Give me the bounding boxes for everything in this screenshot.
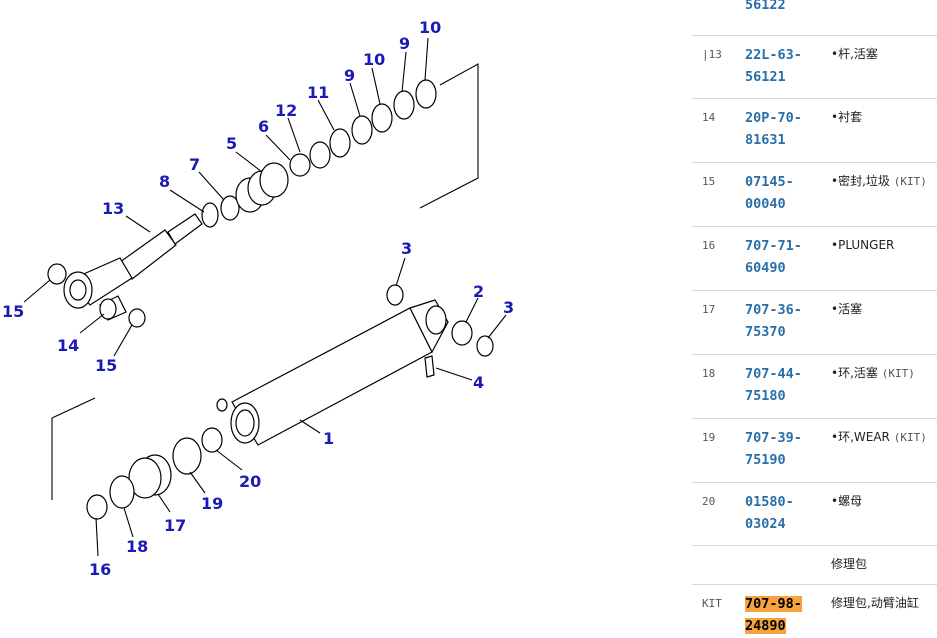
part-number-link[interactable]: 20P-70-81631 bbox=[745, 110, 802, 148]
row-index: 14 bbox=[702, 111, 716, 124]
frame-lines bbox=[51, 63, 479, 500]
callout-20: 20 bbox=[239, 472, 261, 491]
exploded-parts-diagram: 10 9 10 9 11 12 6 5 7 8 13 15 14 15 3 2 … bbox=[2, 18, 514, 579]
part-number-link-partial[interactable]: 56122 bbox=[745, 0, 786, 13]
table-row: 14 20P-70-81631 •衬套 bbox=[692, 99, 937, 163]
part-description: •环,WEAR (KIT) bbox=[831, 430, 927, 444]
callout-7: 7 bbox=[189, 155, 200, 174]
lower-piston-parts bbox=[86, 427, 223, 520]
table-row-kit: KIT 707-98-24890 修理包,动臂油缸 bbox=[692, 585, 937, 638]
callout-8: 8 bbox=[159, 172, 170, 191]
row-index: 20 bbox=[702, 495, 716, 508]
part-description: •环,活塞 (KIT) bbox=[831, 366, 915, 380]
part-number-link[interactable]: 707-39-75190 bbox=[745, 430, 802, 468]
part-number-link[interactable]: 07145-00040 bbox=[745, 174, 794, 212]
part-description: •密封,垃圾 (KIT) bbox=[831, 174, 927, 188]
table-row: 修理包 bbox=[692, 546, 937, 585]
part-description: 修理包,动臂油缸 bbox=[831, 596, 919, 610]
callout-5: 5 bbox=[226, 134, 237, 153]
row-index: KIT bbox=[702, 597, 722, 610]
callout-9-top: 9 bbox=[399, 34, 410, 53]
part-description: •衬套 bbox=[831, 110, 863, 124]
part-number-link[interactable]: 707-71-60490 bbox=[745, 238, 802, 276]
callout-labels: 10 9 10 9 11 12 6 5 7 8 13 15 14 15 3 2 … bbox=[2, 18, 514, 579]
row-index: 15 bbox=[702, 175, 716, 188]
part-description: •PLUNGER bbox=[831, 238, 895, 252]
parts-list-table: 56122 |13 22L-63-56121 •杆,活塞 14 20P-70-8… bbox=[692, 0, 937, 638]
callout-1: 1 bbox=[323, 429, 334, 448]
callout-2: 2 bbox=[473, 282, 484, 301]
callout-4: 4 bbox=[473, 373, 484, 392]
part-number-link[interactable]: 707-44-75180 bbox=[745, 366, 802, 404]
table-row: 17 707-36-75370 •活塞 bbox=[692, 291, 937, 355]
callout-13: 13 bbox=[102, 199, 124, 218]
table-row: 16 707-71-60490 •PLUNGER bbox=[692, 227, 937, 291]
table-row: |13 22L-63-56121 •杆,活塞 bbox=[692, 36, 937, 99]
part-description: •杆,活塞 bbox=[831, 47, 878, 61]
part-number-link[interactable]: 22L-63-56121 bbox=[745, 47, 802, 85]
table-row: 15 07145-00040 •密封,垃圾 (KIT) bbox=[692, 163, 937, 227]
part-number-link-highlighted[interactable]: 707-98-24890 bbox=[745, 596, 802, 634]
table-row: 20 01580-03024 •螺母 bbox=[692, 483, 937, 546]
row-index: 16 bbox=[702, 239, 716, 252]
part-description: •螺母 bbox=[831, 494, 863, 508]
callout-11: 11 bbox=[307, 83, 329, 102]
row-index: 17 bbox=[702, 303, 716, 316]
part-description: 修理包 bbox=[831, 557, 868, 571]
piston-rod-assembly bbox=[47, 79, 437, 328]
table-row: 19 707-39-75190 •环,WEAR (KIT) bbox=[692, 419, 937, 483]
callout-3: 3 bbox=[503, 298, 514, 317]
part-number-link[interactable]: 707-36-75370 bbox=[745, 302, 802, 340]
table-row-partial: 56122 bbox=[692, 0, 937, 36]
cylinder-tube bbox=[216, 284, 494, 446]
part-description: •活塞 bbox=[831, 302, 863, 316]
callout-10-top: 10 bbox=[419, 18, 441, 37]
table-row: 18 707-44-75180 •环,活塞 (KIT) bbox=[692, 355, 937, 419]
callout-12: 12 bbox=[275, 101, 297, 120]
callout-6: 6 bbox=[258, 117, 269, 136]
callout-10: 10 bbox=[363, 50, 385, 69]
callout-16: 16 bbox=[89, 560, 111, 579]
leader-lines bbox=[23, 37, 507, 557]
callout-19: 19 bbox=[201, 494, 223, 513]
callout-17: 17 bbox=[164, 516, 186, 535]
callout-15: 15 bbox=[95, 356, 117, 375]
callout-15-left: 15 bbox=[2, 302, 24, 321]
callout-3-upper: 3 bbox=[401, 239, 412, 258]
callout-18: 18 bbox=[126, 537, 148, 556]
row-index: |13 bbox=[702, 48, 722, 61]
callout-9: 9 bbox=[344, 66, 355, 85]
callout-14: 14 bbox=[57, 336, 79, 355]
row-index: 19 bbox=[702, 431, 716, 444]
part-number-link[interactable]: 01580-03024 bbox=[745, 494, 794, 532]
row-index: 18 bbox=[702, 367, 716, 380]
